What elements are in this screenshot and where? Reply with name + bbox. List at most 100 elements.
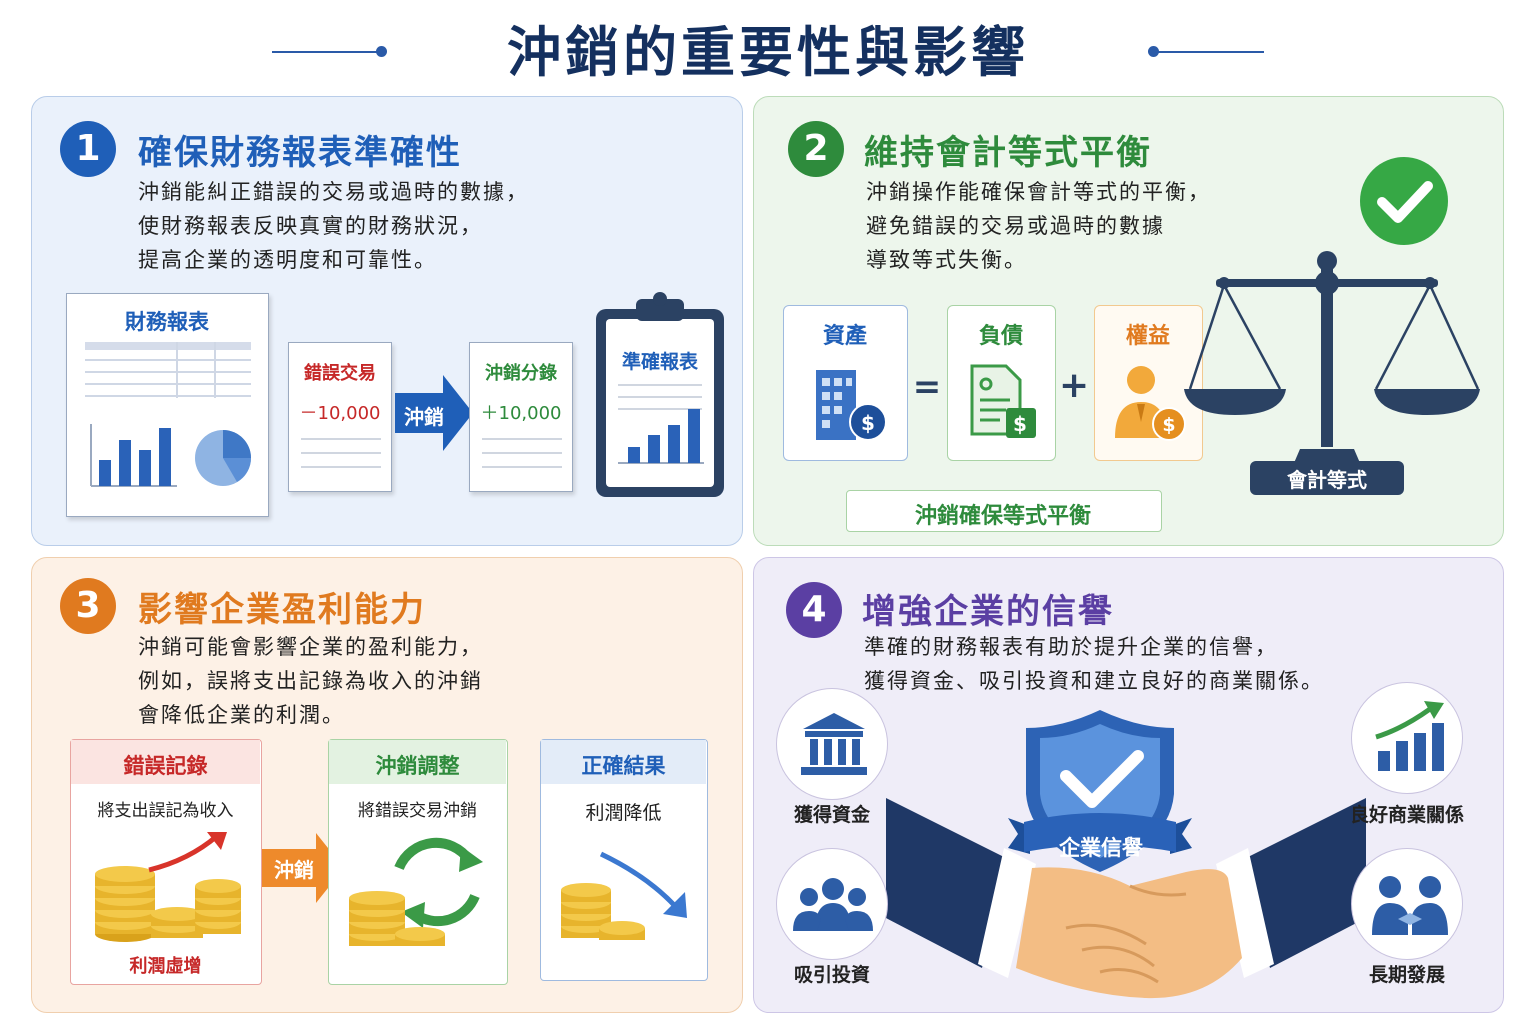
- correct-result-title: 正確結果: [581, 754, 666, 778]
- balance-scale-icon: [1184, 251, 1480, 495]
- panel2-number-badge: 2: [788, 121, 844, 177]
- coins-rising-icon: [95, 832, 241, 942]
- investment-circle: [776, 848, 888, 960]
- equals-sign: =: [912, 367, 942, 407]
- doc-lines-icon: [301, 438, 381, 468]
- accurate-report-label: 準確報表: [621, 351, 698, 373]
- title-deco-dot-right: [1148, 46, 1159, 57]
- card-header-bg: [541, 740, 706, 784]
- plus-sign: +: [1059, 365, 1090, 406]
- panel1-title: 確保財務報表準確性: [138, 133, 462, 173]
- panel3-number-badge: 3: [60, 578, 116, 634]
- report-table-chart-icon: [85, 342, 251, 487]
- reputation-ribbon-icon: [1008, 813, 1192, 854]
- panel1-desc-line: 沖銷能糾正錯誤的交易或過時的數據，: [138, 180, 529, 204]
- panel4-number-badge: 4: [786, 582, 842, 638]
- dollar-sign: $: [1013, 412, 1027, 436]
- doc-lines-icon: [482, 438, 562, 468]
- growth-chart-icon: [1375, 701, 1444, 771]
- panel4-title: 增強企業的信譽: [862, 592, 1114, 632]
- wrong-transaction-label: 錯誤交易: [304, 363, 376, 384]
- handshake-icon: [886, 798, 1366, 999]
- title-deco-dot-left: [376, 46, 387, 57]
- title-deco-line-left: [272, 51, 378, 53]
- panel4-desc-line: 準確的財務報表有助於提升企業的信譽，: [864, 635, 1278, 659]
- panel4-desc-line: 獲得資金、吸引投資和建立良好的商業關係。: [864, 669, 1324, 693]
- card-header-bg: [329, 740, 506, 784]
- header: 沖銷的重要性與影響: [0, 0, 1536, 92]
- panel2-title: 維持會計等式平衡: [864, 133, 1152, 173]
- reversal-entry-value: ＋10,000: [480, 403, 562, 424]
- balance-note-box: 沖銷確保等式平衡: [846, 490, 1162, 532]
- error-record-title: 錯誤記錄: [123, 754, 208, 778]
- reversal-adjust-text: 將錯誤交易沖銷: [358, 801, 477, 821]
- wrong-transaction-value: －10,000: [299, 403, 381, 424]
- funding-label: 獲得資金: [793, 804, 870, 826]
- panel1-desc-line: 使財務報表反映真實的財務狀況，: [138, 214, 483, 238]
- coins-recycle-icon: [349, 837, 483, 946]
- correct-result-card: 正確結果 利潤降低: [540, 739, 708, 981]
- clipboard-icon: [596, 292, 724, 497]
- liabilities-label: 負債: [978, 324, 1023, 349]
- panel2-desc-line: 導致等式失衡。: [866, 248, 1027, 272]
- financial-report-doc: 財務報表: [66, 293, 269, 517]
- panel3-desc-line: 沖銷可能會影響企業的盈利能力，: [138, 635, 483, 659]
- title-deco-line-right: [1158, 51, 1264, 53]
- card-header-bg: [71, 740, 260, 784]
- equity-label: 權益: [1125, 324, 1170, 349]
- panel-corporate-reputation: 4 增強企業的信譽 準確的財務報表有助於提升企業的信譽， 獲得資金、吸引投資和建…: [753, 557, 1504, 1013]
- panel2-desc-line: 避免錯誤的交易或過時的數據: [866, 214, 1165, 238]
- check-circle-icon: [1360, 157, 1448, 245]
- panel2-desc-line: 沖銷操作能確保會計等式的平衡，: [866, 180, 1211, 204]
- liabilities-card: 負債 $: [947, 305, 1056, 461]
- relations-circle: [1351, 682, 1463, 794]
- equity-card: 權益 $: [1094, 305, 1203, 461]
- growth-circle: [1351, 848, 1463, 960]
- coins-falling-icon: [561, 851, 687, 940]
- panel3-title: 影響企業盈利能力: [138, 590, 426, 630]
- financial-report-label: 財務報表: [125, 310, 209, 334]
- error-record-card: 錯誤記錄 將支出誤記為收入 利潤虛增: [70, 739, 262, 985]
- panel1-description: 沖銷能糾正錯誤的交易或過時的數據， 使財務報表反映真實的財務狀況， 提高企業的透…: [138, 175, 529, 277]
- panel-financial-accuracy: 1 確保財務報表準確性 沖銷能糾正錯誤的交易或過時的數據， 使財務報表反映真實的…: [31, 96, 743, 546]
- investment-label: 吸引投資: [793, 964, 870, 986]
- correct-result-text: 利潤降低: [585, 802, 662, 824]
- panel2-description: 沖銷操作能確保會計等式的平衡， 避免錯誤的交易或過時的數據 導致等式失衡。: [866, 175, 1211, 277]
- reversal-adjust-card: 沖銷調整 將錯誤交易沖銷: [328, 739, 508, 985]
- partners-icon: [1372, 876, 1448, 935]
- panel1-number-badge: 1: [60, 121, 116, 177]
- reversal-arrow-icon: [395, 375, 473, 451]
- scale-label: 會計等式: [1287, 468, 1367, 492]
- panel3-desc-line: 例如，誤將支出記錄為收入的沖銷: [138, 669, 483, 693]
- assets-label: 資產: [822, 324, 867, 349]
- panel1-desc-line: 提高企業的透明度和可靠性。: [138, 248, 437, 272]
- reversal-arrow-label: 沖銷: [274, 858, 314, 882]
- reversal-entry-label: 沖銷分錄: [485, 363, 557, 384]
- people-group-icon: [793, 878, 873, 931]
- panel3-desc-line: 會降低企業的利潤。: [138, 703, 345, 727]
- assets-card: 資產 $: [783, 305, 908, 461]
- panel-profitability: 3 影響企業盈利能力 沖銷可能會影響企業的盈利能力， 例如，誤將支出記錄為收入的…: [31, 557, 743, 1013]
- panel3-description: 沖銷可能會影響企業的盈利能力， 例如，誤將支出記錄為收入的沖銷 會降低企業的利潤…: [138, 630, 483, 732]
- reversal-arrow-label: 沖銷: [404, 405, 444, 429]
- reversal-entry-doc: 沖銷分錄 ＋10,000: [469, 342, 573, 492]
- reversal-adjust-title: 沖銷調整: [375, 754, 460, 778]
- bank-icon: [801, 713, 867, 775]
- funding-circle: [776, 688, 888, 800]
- person-dollar-icon: [1115, 366, 1186, 441]
- relations-label: 良好商業關係: [1349, 804, 1464, 826]
- building-dollar-icon: [816, 370, 887, 441]
- wrong-transaction-doc: 錯誤交易 －10,000: [288, 342, 392, 492]
- error-record-text: 將支出誤記為收入: [97, 801, 234, 821]
- balance-note-label: 沖銷確保等式平衡: [914, 504, 1091, 529]
- growth-label: 長期發展: [1368, 964, 1445, 986]
- reputation-label: 企業信譽: [1059, 836, 1143, 860]
- dollar-sign: $: [861, 411, 875, 435]
- inflated-profit-label: 利潤虛增: [129, 956, 202, 977]
- document-dollar-icon: [970, 364, 1036, 438]
- dollar-sign: $: [1162, 414, 1176, 436]
- reversal-arrow-icon: [262, 833, 344, 903]
- panel4-description: 準確的財務報表有助於提升企業的信譽， 獲得資金、吸引投資和建立良好的商業關係。: [864, 630, 1324, 698]
- panel-accounting-equation: 2 維持會計等式平衡 沖銷操作能確保會計等式的平衡， 避免錯誤的交易或過時的數據…: [753, 96, 1504, 546]
- page-title: 沖銷的重要性與影響: [507, 21, 1029, 84]
